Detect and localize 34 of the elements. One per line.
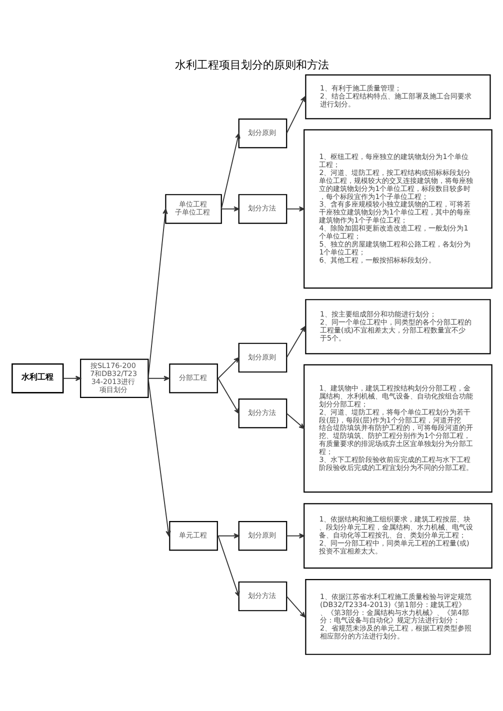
- arrow: [147, 378, 170, 536]
- node-box: 按SL176-2007和DB32/T2334-2013进行项目划分: [80, 358, 148, 398]
- node-box: 单位工程 子单位工程: [164, 194, 222, 224]
- arrow: [286, 206, 304, 212]
- node-box: 1、建筑物中，建筑工程按结构划分分部工程，金属结构、水利机械、电气设备、自动化按组合功能划分分部工程； 2、河道、堤防工程，将每个单位工程划分为若干段(层)，每段(层)作为1个分部工程，河道开挖结合堤防填筑并有防护工程的，可将每段河道的开挖、堤防填筑、防护工程分别作为1个分部工程，有质量要求的排泥场或弃土区宜单独划分为分部工程； 3、水下工程阶段验收前应完成的工程与水下工程阶段验收后完成的工程宜划分为不同的分部工程。: [303, 364, 492, 493]
- arrow: [217, 535, 240, 597]
- node-box: 1、枢纽工程，每座独立的建筑物划分为1个单位工程； 2、河道、堤防工程，按工程结构或招标标段划分单位工程，规模较大的交叉连接建筑物，将每座独立的建筑物划分为1个单位工程，标段数目较多时，每个标段宜作为1个子单位工程； 3、含有多座规模较小独立建筑物的工程，可将若干座独立建筑物划分为1个单位工程，其中的每座建筑物作为1个子单位工程； 4、除险加固和更新改造改造工程，一般划分为1个单位工程； 5、独立的房屋建筑物工程和公路工程，各划分为1个单位工程； 6、其他工程，一般按招标标段划分。: [303, 129, 492, 289]
- arrow: [220, 206, 239, 212]
- node-box: 单元工程: [168, 520, 218, 551]
- node-box: 1、有利于施工质量管理； 2、结合工程结构特点、施工部署及施工合同要求进行划分。: [304, 74, 490, 120]
- arrow: [220, 132, 240, 210]
- node-box: 划分方法: [238, 194, 287, 224]
- node-box: 划分原则: [238, 342, 287, 373]
- arrow: [217, 357, 239, 379]
- arrow: [286, 96, 305, 134]
- arrow: [286, 412, 304, 429]
- arrow: [286, 596, 305, 618]
- arrow: [147, 376, 169, 381]
- arrow: [286, 533, 304, 538]
- node-box: 划分方法: [238, 581, 287, 612]
- arrow: [147, 208, 168, 379]
- node-box: 1、依据结构和施工组织要求，建筑工程按层、块、段划分单元工程，金属结构、水力机械、电气设备、自动化等工程按孔、台、类划分单元工程； 2、同一分部工程中，同类单元工程的工程量(或)投资不宜相差太大。: [303, 503, 492, 569]
- node-box: 划分原则: [238, 520, 287, 551]
- arrow: [217, 378, 239, 414]
- diagram-title: 水利工程项目划分的原则和方法: [174, 58, 328, 72]
- node-box: 分部工程: [168, 364, 218, 394]
- node-box: 水利工程: [11, 363, 64, 394]
- arrow: [286, 326, 305, 358]
- node-box: 划分方法: [238, 398, 287, 428]
- node-box: 1、依据江苏省水利工程施工质量检验与评定规范(DB32/T2334-2013)《第1部分：建筑工程》、《第3部分：金属结构与水力机械》、《第4部分：电气设备与自动化》规定方法进行划分； 2、省规范未涉及的单元工程，根据工程类型参照相应部分的方法进行划分。: [304, 579, 490, 655]
- arrow: [62, 376, 81, 381]
- node-box: 1、按主要组成部分和功能进行划分； 2、同一个单位工程中，同类型的各个分部工程的工程量(或)不宜相差太大，分部工程数量宜不少于5个。: [304, 299, 490, 354]
- arrow: [217, 533, 239, 538]
- node-box: 划分原则: [238, 118, 287, 148]
